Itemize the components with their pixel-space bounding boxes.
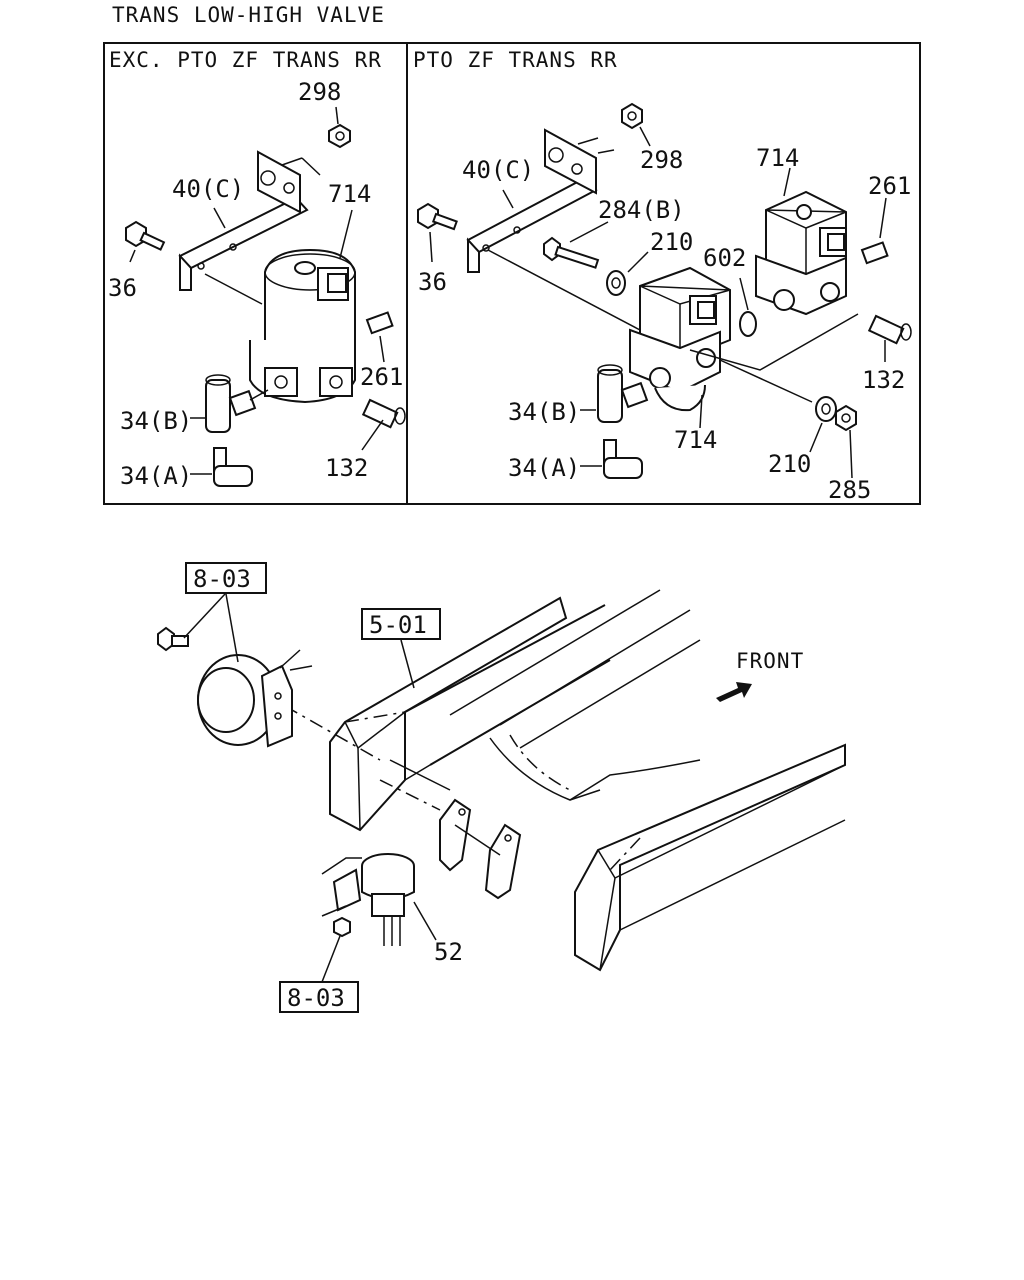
- callout-40c-left: 40(C): [172, 175, 244, 203]
- callout-602: 602: [703, 244, 746, 272]
- front-arrow-icon: [716, 682, 752, 702]
- callout-132-right: 132: [862, 366, 905, 394]
- axis-leader: [719, 359, 813, 403]
- callout-132-left: 132: [325, 454, 368, 482]
- valve-assembly-upper: [157, 626, 313, 748]
- diagram-title: TRANS LOW-HIGH VALVE: [112, 3, 385, 27]
- bolt-36: [125, 220, 166, 263]
- nut-298: [328, 106, 351, 149]
- callout-210-lower: 210: [768, 450, 811, 478]
- callout-284b: 284(B): [598, 196, 685, 224]
- left-panel-drawing: [125, 106, 406, 487]
- nut-285: [835, 404, 857, 479]
- fitting-34a-left: [190, 447, 253, 487]
- washer-210-top: [606, 251, 649, 296]
- bolt-36-right: [417, 202, 458, 263]
- fitting-34b-left: [190, 374, 269, 433]
- callout-261-left: 261: [360, 363, 403, 391]
- callout-714-right-bottom: 714: [674, 426, 717, 454]
- nut-298-right: [621, 102, 651, 147]
- callout-52: 52: [434, 938, 463, 966]
- ref-box-5-01: [361, 608, 441, 640]
- callout-210-top: 210: [650, 228, 693, 256]
- callout-285: 285: [828, 476, 871, 504]
- ref-8-03-top: 8-03: [193, 565, 251, 593]
- valve-52: [321, 853, 437, 946]
- fitting-34a-right: [580, 439, 643, 479]
- right-panel-drawing: [417, 102, 912, 479]
- ref-box-8-03-bottom: [279, 981, 359, 1013]
- callout-34a-right: 34(A): [508, 454, 580, 482]
- valve-714-left: [204, 209, 356, 404]
- frame-assembly: [284, 589, 846, 972]
- callout-298-right: 298: [640, 146, 683, 174]
- ref-box-8-03-top: [185, 562, 267, 594]
- seal-602: [739, 277, 757, 337]
- callout-36-right: 36: [418, 268, 447, 296]
- fitting-261-right: [860, 197, 889, 265]
- ref-8-03-bottom: 8-03: [287, 984, 345, 1012]
- fitting-132-left: [361, 398, 406, 451]
- callout-34b-left: 34(B): [120, 407, 192, 435]
- callout-34a-left: 34(A): [120, 462, 192, 490]
- bracket-40c-right: [466, 128, 615, 273]
- callout-261-right: 261: [868, 172, 911, 200]
- bracket-leader: [487, 249, 641, 331]
- valve-714-lower: [629, 266, 731, 429]
- right-panel-header: PTO ZF TRANS RR: [413, 48, 618, 72]
- washer-210-lower: [809, 396, 837, 453]
- mounting-plate-line: [689, 313, 859, 371]
- fitting-132-right: [867, 314, 912, 362]
- callout-40c-right: 40(C): [462, 156, 534, 184]
- callout-36-left: 36: [108, 274, 137, 302]
- bracket-40c: [178, 150, 321, 291]
- inset-frame: [103, 42, 921, 505]
- left-panel-header: EXC. PTO ZF TRANS RR: [109, 48, 382, 72]
- bolt-284b: [543, 221, 609, 269]
- fitting-34b-right: [580, 364, 649, 423]
- callout-714-right-top: 714: [756, 144, 799, 172]
- callout-298-left: 298: [298, 78, 341, 106]
- callout-34b-right: 34(B): [508, 398, 580, 426]
- front-label: FRONT: [736, 649, 804, 673]
- valve-714-upper: [755, 167, 847, 316]
- callout-714-left: 714: [328, 180, 371, 208]
- fitting-261-left: [365, 311, 394, 363]
- ref-5-01: 5-01: [369, 611, 427, 639]
